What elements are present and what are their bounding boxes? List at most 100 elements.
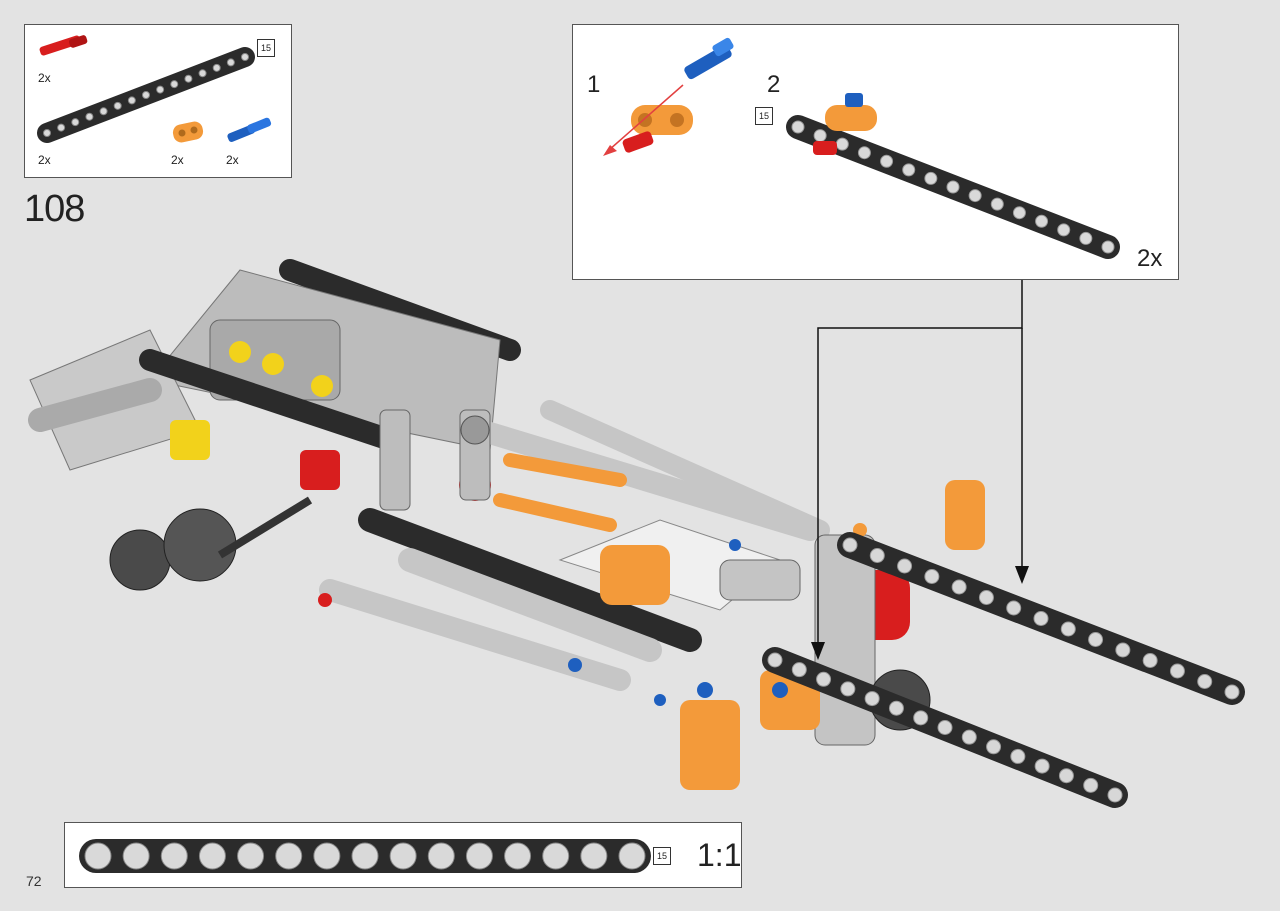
beam-hole	[1197, 674, 1213, 689]
substep-illustration	[603, 37, 1120, 259]
beam-hole	[864, 691, 880, 707]
beam-hole	[198, 69, 207, 78]
beam-hole	[946, 180, 960, 194]
red-pin-icon	[39, 35, 88, 56]
beam-hole	[160, 842, 188, 870]
beam-hole	[71, 118, 80, 127]
beam-hole	[1169, 663, 1185, 679]
beam-hole	[902, 163, 916, 177]
callout-arrows	[817, 280, 1023, 642]
chassis-frame	[28, 259, 985, 790]
beam-hole	[113, 101, 122, 110]
beam-hole	[857, 146, 871, 160]
beam-hole	[968, 189, 982, 203]
beam-hole	[504, 842, 532, 870]
beam-length-tag: 15	[257, 39, 275, 57]
substep-1-assembly	[603, 37, 734, 156]
beam-hole	[99, 107, 108, 116]
scale-ruler: 15 1:1	[64, 822, 742, 888]
beam-hole	[142, 91, 150, 99]
red-pin-qty: 2x	[38, 71, 51, 85]
beam-hole	[1060, 621, 1076, 637]
beam-hole	[1083, 777, 1099, 793]
beam-hole	[951, 579, 967, 595]
beam-hole	[122, 842, 150, 870]
beam-hole	[1224, 684, 1240, 700]
blue-pin-qty: 2x	[226, 153, 239, 167]
beam-hole	[888, 700, 904, 716]
beam-hole	[924, 569, 940, 584]
beam-hole	[1006, 600, 1022, 616]
beam-hole	[351, 842, 379, 870]
substep-callout: 1 2 15 2x	[572, 24, 1179, 280]
beam-hole	[880, 154, 894, 168]
beam-hole	[275, 842, 303, 870]
substep-1-label: 1	[587, 71, 601, 98]
substep-multiplier: 2x	[1137, 245, 1163, 272]
beam-hole	[85, 112, 94, 121]
piston-yellow-2	[262, 353, 284, 375]
beam-hole	[961, 729, 977, 745]
beam-hole	[170, 80, 179, 89]
beam-hole	[1107, 787, 1123, 803]
beam-hole	[1035, 214, 1049, 228]
blue-pin-icon	[227, 117, 272, 142]
beam-hole	[84, 842, 112, 870]
beam-hole	[1034, 758, 1050, 774]
beam-hole	[1115, 642, 1131, 658]
substep-beam-tag: 15	[755, 107, 773, 125]
beam-hole	[986, 739, 1002, 755]
beam-hole	[816, 671, 832, 687]
beam-hole	[1010, 748, 1026, 764]
beam-hole	[791, 120, 805, 134]
beam-hole	[313, 842, 341, 870]
beam-hole	[226, 58, 235, 67]
beam-hole	[237, 842, 265, 870]
beam-hole	[184, 74, 193, 83]
orange-connector-icon	[172, 121, 204, 143]
beam-hole	[241, 53, 249, 61]
arrow-head-rear-icon	[1015, 566, 1029, 584]
beam-hole	[1033, 611, 1049, 626]
beam-hole	[791, 662, 807, 678]
beam-hole	[618, 842, 646, 870]
beam-hole	[937, 720, 953, 735]
beam-hole	[1079, 231, 1093, 245]
beam-hole	[1012, 206, 1026, 220]
beam-hole	[542, 842, 570, 870]
ruler-beam	[79, 839, 651, 873]
beam-hole	[198, 842, 226, 870]
beam-hole	[842, 537, 858, 553]
orange-connector-qty: 2x	[171, 153, 184, 167]
scale-label: 1:1	[697, 837, 742, 873]
insert-arrow-icon	[603, 145, 617, 156]
new-black-beams	[762, 532, 1245, 808]
beam-hole	[580, 842, 608, 870]
substep-2-label: 2	[767, 71, 781, 98]
page-number: 72	[26, 873, 42, 889]
beam-hole	[57, 123, 66, 132]
beam-hole	[1057, 223, 1071, 237]
parts-callout: 15 2x 2x 2x 2x	[24, 24, 292, 178]
beam-hole	[1088, 632, 1104, 647]
beam-hole	[897, 558, 913, 574]
beam-hole	[465, 842, 493, 870]
beam-hole	[389, 842, 417, 870]
beam-hole	[1142, 653, 1158, 668]
beam-hole	[43, 129, 51, 137]
black-beam-icon	[37, 47, 255, 143]
ruler-length-tag: 15	[653, 847, 671, 865]
parts-illustration	[37, 35, 272, 143]
beam-hole	[990, 197, 1004, 211]
piston-yellow-3	[311, 375, 333, 397]
arrow-head-front-icon	[811, 642, 825, 660]
beam-hole	[924, 171, 938, 185]
black-beam-qty: 2x	[38, 153, 51, 167]
piston-yellow-1	[229, 341, 251, 363]
beam-hole	[840, 681, 856, 697]
beam-hole	[869, 548, 885, 563]
beam-hole	[427, 842, 455, 870]
beam-hole	[1101, 240, 1115, 254]
beam-hole	[913, 710, 929, 726]
